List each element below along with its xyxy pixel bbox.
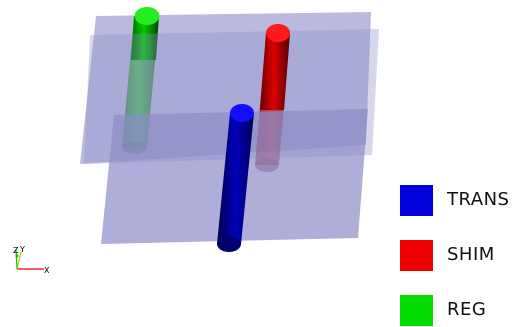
legend-label-reg: REG bbox=[447, 299, 487, 320]
legend-swatch-reg bbox=[400, 295, 433, 326]
y-axis-label: Y bbox=[19, 245, 25, 254]
legend-label-trans: TRANS bbox=[447, 189, 510, 210]
z-axis-line bbox=[15, 248, 18, 270]
legend-swatch-shim bbox=[400, 240, 433, 271]
legend-label-shim: SHIM bbox=[447, 244, 495, 265]
x-axis-label: X bbox=[44, 266, 50, 275]
rod-trans bbox=[217, 104, 254, 252]
orientation-axes: X Z Y bbox=[13, 245, 50, 275]
y-axis-line bbox=[16, 251, 22, 270]
legend-item-trans: TRANS bbox=[400, 185, 518, 217]
legend-swatch-trans bbox=[400, 185, 433, 216]
legend-item-shim: SHIM bbox=[400, 240, 518, 272]
legend-item-reg: REG bbox=[400, 295, 518, 327]
z-axis-label: Z bbox=[13, 246, 19, 255]
